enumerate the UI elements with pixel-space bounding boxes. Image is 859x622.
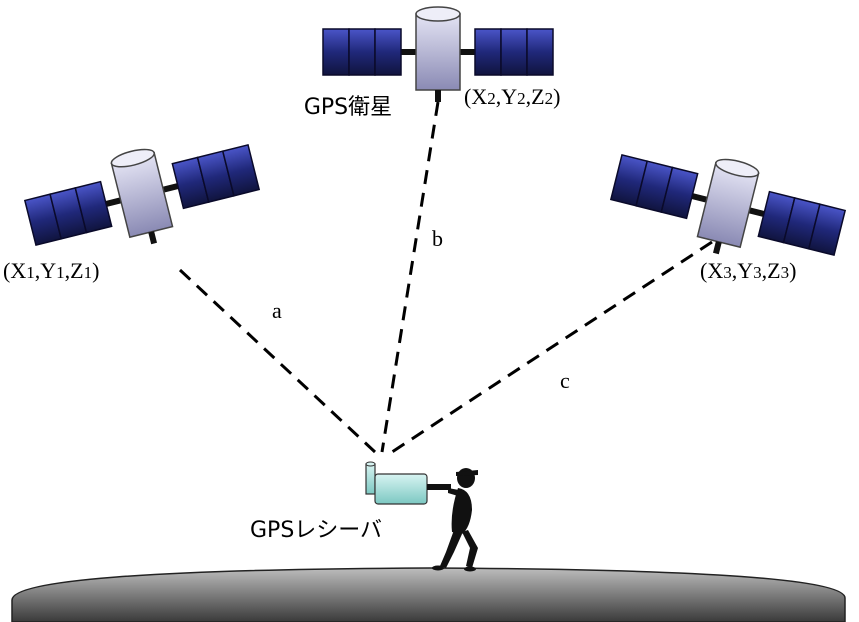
satellite-1 bbox=[18, 122, 267, 273]
distance-label-b: b bbox=[432, 226, 443, 251]
distance-line-b bbox=[380, 101, 440, 453]
satellite-3 bbox=[603, 132, 852, 283]
distance-label-a: a bbox=[272, 298, 282, 323]
person-silhouette-icon bbox=[432, 468, 478, 572]
satellite-label: GPS衛星 bbox=[304, 95, 392, 120]
receiver-label: GPSレシーバ bbox=[250, 518, 382, 543]
earth-surface bbox=[11, 567, 846, 622]
satellite-2-coordinates: (X2,Y2,Z2) bbox=[464, 84, 560, 109]
distance-line-c bbox=[391, 240, 713, 454]
gps-receiver bbox=[365, 461, 451, 505]
satellite-3-coordinates: (X3,Y3,Z3) bbox=[700, 258, 796, 283]
distance-label-c: c bbox=[560, 368, 570, 393]
satellite-2 bbox=[322, 6, 554, 103]
satellite-1-coordinates: (X1,Y1,Z1) bbox=[3, 258, 99, 283]
